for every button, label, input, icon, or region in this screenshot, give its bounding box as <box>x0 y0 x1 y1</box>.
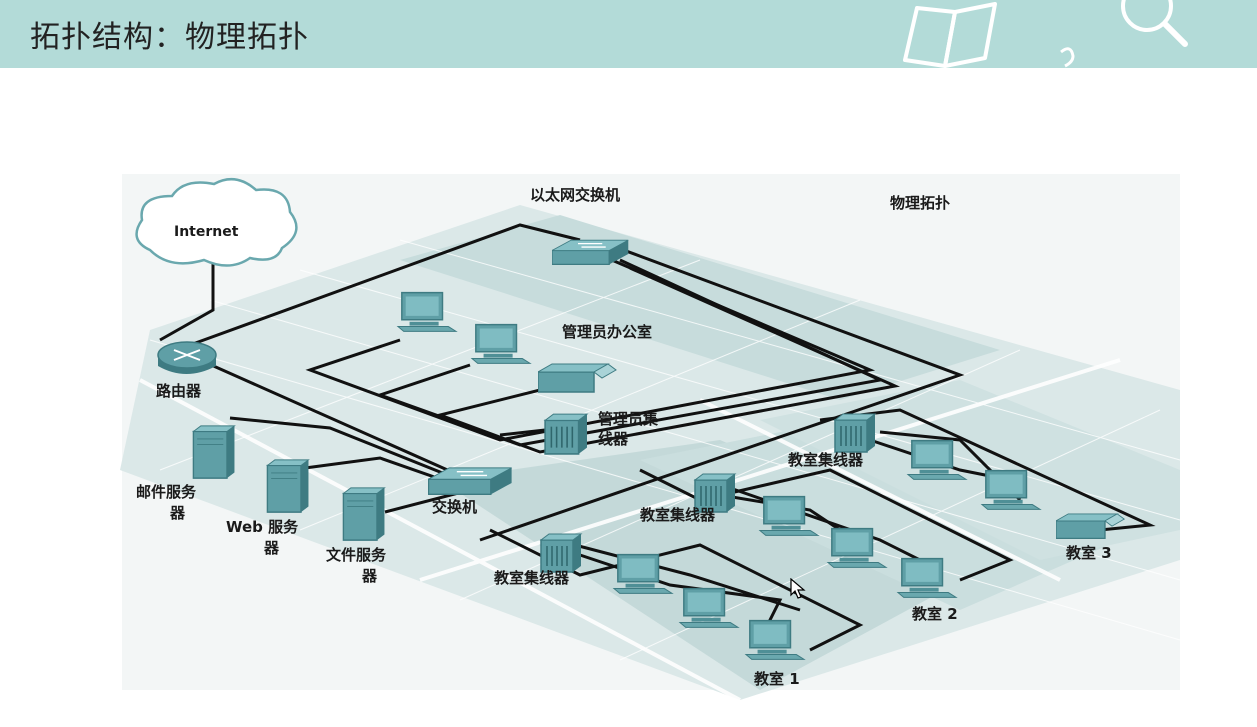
mail-server-label-line2: 器 <box>169 504 186 522</box>
classroom-hub-label-1: 教室集线器 <box>493 569 570 587</box>
book-and-magnifier-decoration <box>903 0 1188 68</box>
ethernet-switch-label: 以太网交换机 <box>530 186 620 204</box>
web-server-icon <box>266 459 310 513</box>
admin-hub-icon <box>544 413 588 455</box>
classroom-hub-icon-1 <box>540 533 582 573</box>
admin-hub-label-line2: 线器 <box>598 430 629 448</box>
file-server-label-line2: 器 <box>361 567 378 585</box>
classroom-3-label: 教室 3 <box>1065 544 1112 562</box>
file-server-label-line1: 文件服务 <box>326 546 387 564</box>
internet-cloud <box>135 177 298 267</box>
mail-server-label-line1: 邮件服务 <box>136 483 197 501</box>
switch-label: 交换机 <box>432 498 477 516</box>
internet-label: Internet <box>174 224 239 240</box>
admin-office-label: 管理员办公室 <box>562 323 652 341</box>
file-server-icon <box>342 487 386 541</box>
mouse-cursor-icon <box>790 578 806 599</box>
magnifier-icon <box>1121 0 1188 47</box>
question-mark-icon <box>1060 47 1075 68</box>
classroom-1-label: 教室 1 <box>753 670 800 688</box>
admin-hub-label-line1: 管理员集 <box>598 410 659 428</box>
mail-server-icon <box>192 425 236 479</box>
web-server-label-line2: 器 <box>263 539 280 557</box>
slide-title: 拓扑结构：物理拓扑 <box>30 20 309 55</box>
title-bar: 拓扑结构：物理拓扑 <box>0 0 1257 68</box>
web-server-label-line1: Web 服务 <box>226 518 299 536</box>
classroom-hub-icon-3 <box>834 413 876 453</box>
router-icon <box>157 341 217 374</box>
classroom-hub-label-2: 教室集线器 <box>639 506 716 524</box>
router-label: 路由器 <box>156 382 202 400</box>
physical-topology-label: 物理拓扑 <box>890 194 950 212</box>
classroom-hub-label-3: 教室集线器 <box>787 451 864 469</box>
book-icon <box>903 2 997 68</box>
classroom-2-label: 教室 2 <box>911 605 958 623</box>
network-cables <box>159 223 1156 652</box>
